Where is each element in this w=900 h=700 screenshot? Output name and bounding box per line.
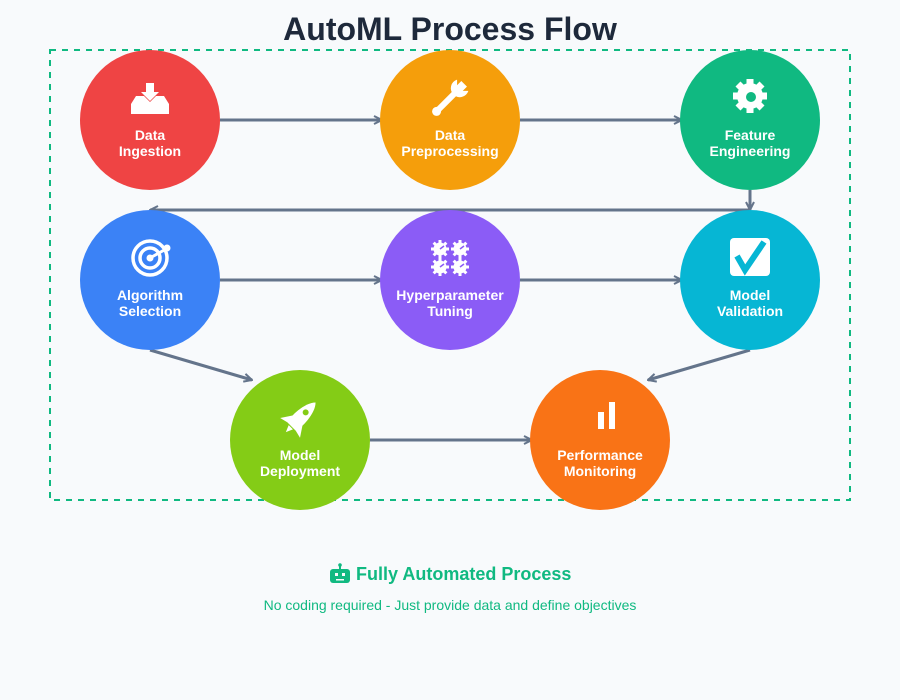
node-label: Performance: [557, 447, 643, 463]
node-label: Feature: [725, 127, 776, 143]
node-circle: [530, 370, 670, 510]
node-label: Validation: [717, 303, 783, 319]
node-circle: [80, 50, 220, 190]
wrench-icon: [432, 79, 469, 116]
node-label: Model: [730, 287, 770, 303]
node-circle: [380, 50, 520, 190]
connector-algorithm-to-deployment: [149, 348, 252, 380]
page-title: AutoML Process Flow: [283, 11, 617, 47]
node-label: Data: [435, 127, 466, 143]
gear-icon: [733, 79, 767, 113]
node-label: Preprocessing: [401, 143, 498, 159]
node-label: Tuning: [427, 303, 473, 319]
footer-subtitle: No coding required - Just provide data a…: [264, 597, 637, 613]
process-nodes: DataIngestionDataPreprocessingFeatureEng…: [80, 50, 820, 510]
node-circle: [680, 210, 820, 350]
node-circle: [230, 370, 370, 510]
node-label: Data: [135, 127, 166, 143]
node-label: Model: [280, 447, 320, 463]
connector-validation-to-monitoring: [648, 348, 751, 380]
node-label: Ingestion: [119, 143, 181, 159]
node-circle: [680, 50, 820, 190]
footer: Fully Automated Process No coding requir…: [264, 563, 637, 613]
node-label: Hyperparameter: [396, 287, 504, 303]
node-label: Engineering: [710, 143, 791, 159]
inbox-download-icon: [131, 83, 169, 114]
footer-title: Fully Automated Process: [356, 564, 571, 584]
node-label: Monitoring: [564, 463, 636, 479]
dials-icon: [431, 240, 469, 276]
checkbox-icon: [730, 238, 770, 276]
node-circle: [80, 210, 220, 350]
rocket-icon: [280, 402, 316, 438]
node-label: Deployment: [260, 463, 340, 479]
robot-icon: [330, 563, 350, 583]
bar-chart-icon: [598, 402, 615, 429]
node-label: Selection: [119, 303, 181, 319]
node-circle: [380, 210, 520, 350]
target-icon: [131, 239, 171, 277]
node-label: Algorithm: [117, 287, 183, 303]
